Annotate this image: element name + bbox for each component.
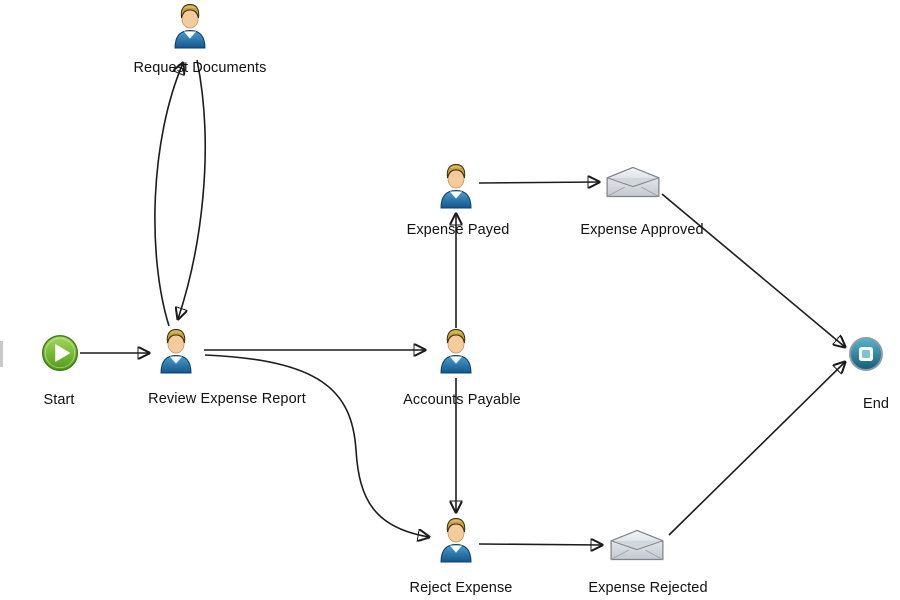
node-expense-payed-label: Expense Payed [406, 222, 510, 238]
edge-rejected-to-end[interactable] [668, 362, 845, 536]
left-edge-fragment [0, 341, 3, 367]
node-reject-expense[interactable] [436, 517, 476, 563]
edge-approved-to-end[interactable] [661, 193, 845, 347]
node-end-label: End [862, 396, 890, 412]
user-task-icon [436, 517, 476, 563]
user-task-icon [170, 3, 210, 49]
node-start[interactable] [41, 334, 79, 372]
node-end[interactable] [848, 336, 884, 372]
end-event-icon [848, 336, 884, 372]
node-expense-rejected-label: Expense Rejected [588, 580, 708, 596]
message-envelope-icon [604, 164, 662, 202]
edge-review-to-request[interactable] [154, 63, 183, 327]
edge-payed-to-approved[interactable] [478, 182, 599, 183]
user-task-icon [156, 328, 196, 374]
node-start-label: Start [43, 392, 75, 408]
node-review-expense-report[interactable] [156, 328, 196, 374]
message-envelope-icon [608, 527, 666, 565]
edge-request-to-review[interactable] [178, 59, 206, 319]
node-accounts-payable-label: Accounts Payable [403, 392, 521, 408]
node-accounts-payable[interactable] [436, 328, 476, 374]
node-reject-expense-label: Reject Expense [409, 580, 513, 596]
node-expense-approved-label: Expense Approved [580, 222, 704, 238]
edge-review-to-reject[interactable] [204, 354, 429, 537]
user-task-icon [436, 328, 476, 374]
node-expense-rejected[interactable] [608, 527, 666, 565]
node-request-documents-label: Request Documents [133, 60, 267, 76]
node-expense-payed[interactable] [436, 163, 476, 209]
node-review-expense-report-label: Review Expense Report [148, 391, 306, 407]
node-request-documents[interactable] [170, 3, 210, 49]
edge-reject-to-rejected[interactable] [478, 544, 602, 545]
node-expense-approved[interactable] [604, 164, 662, 202]
user-task-icon [436, 163, 476, 209]
start-event-icon [41, 334, 79, 372]
